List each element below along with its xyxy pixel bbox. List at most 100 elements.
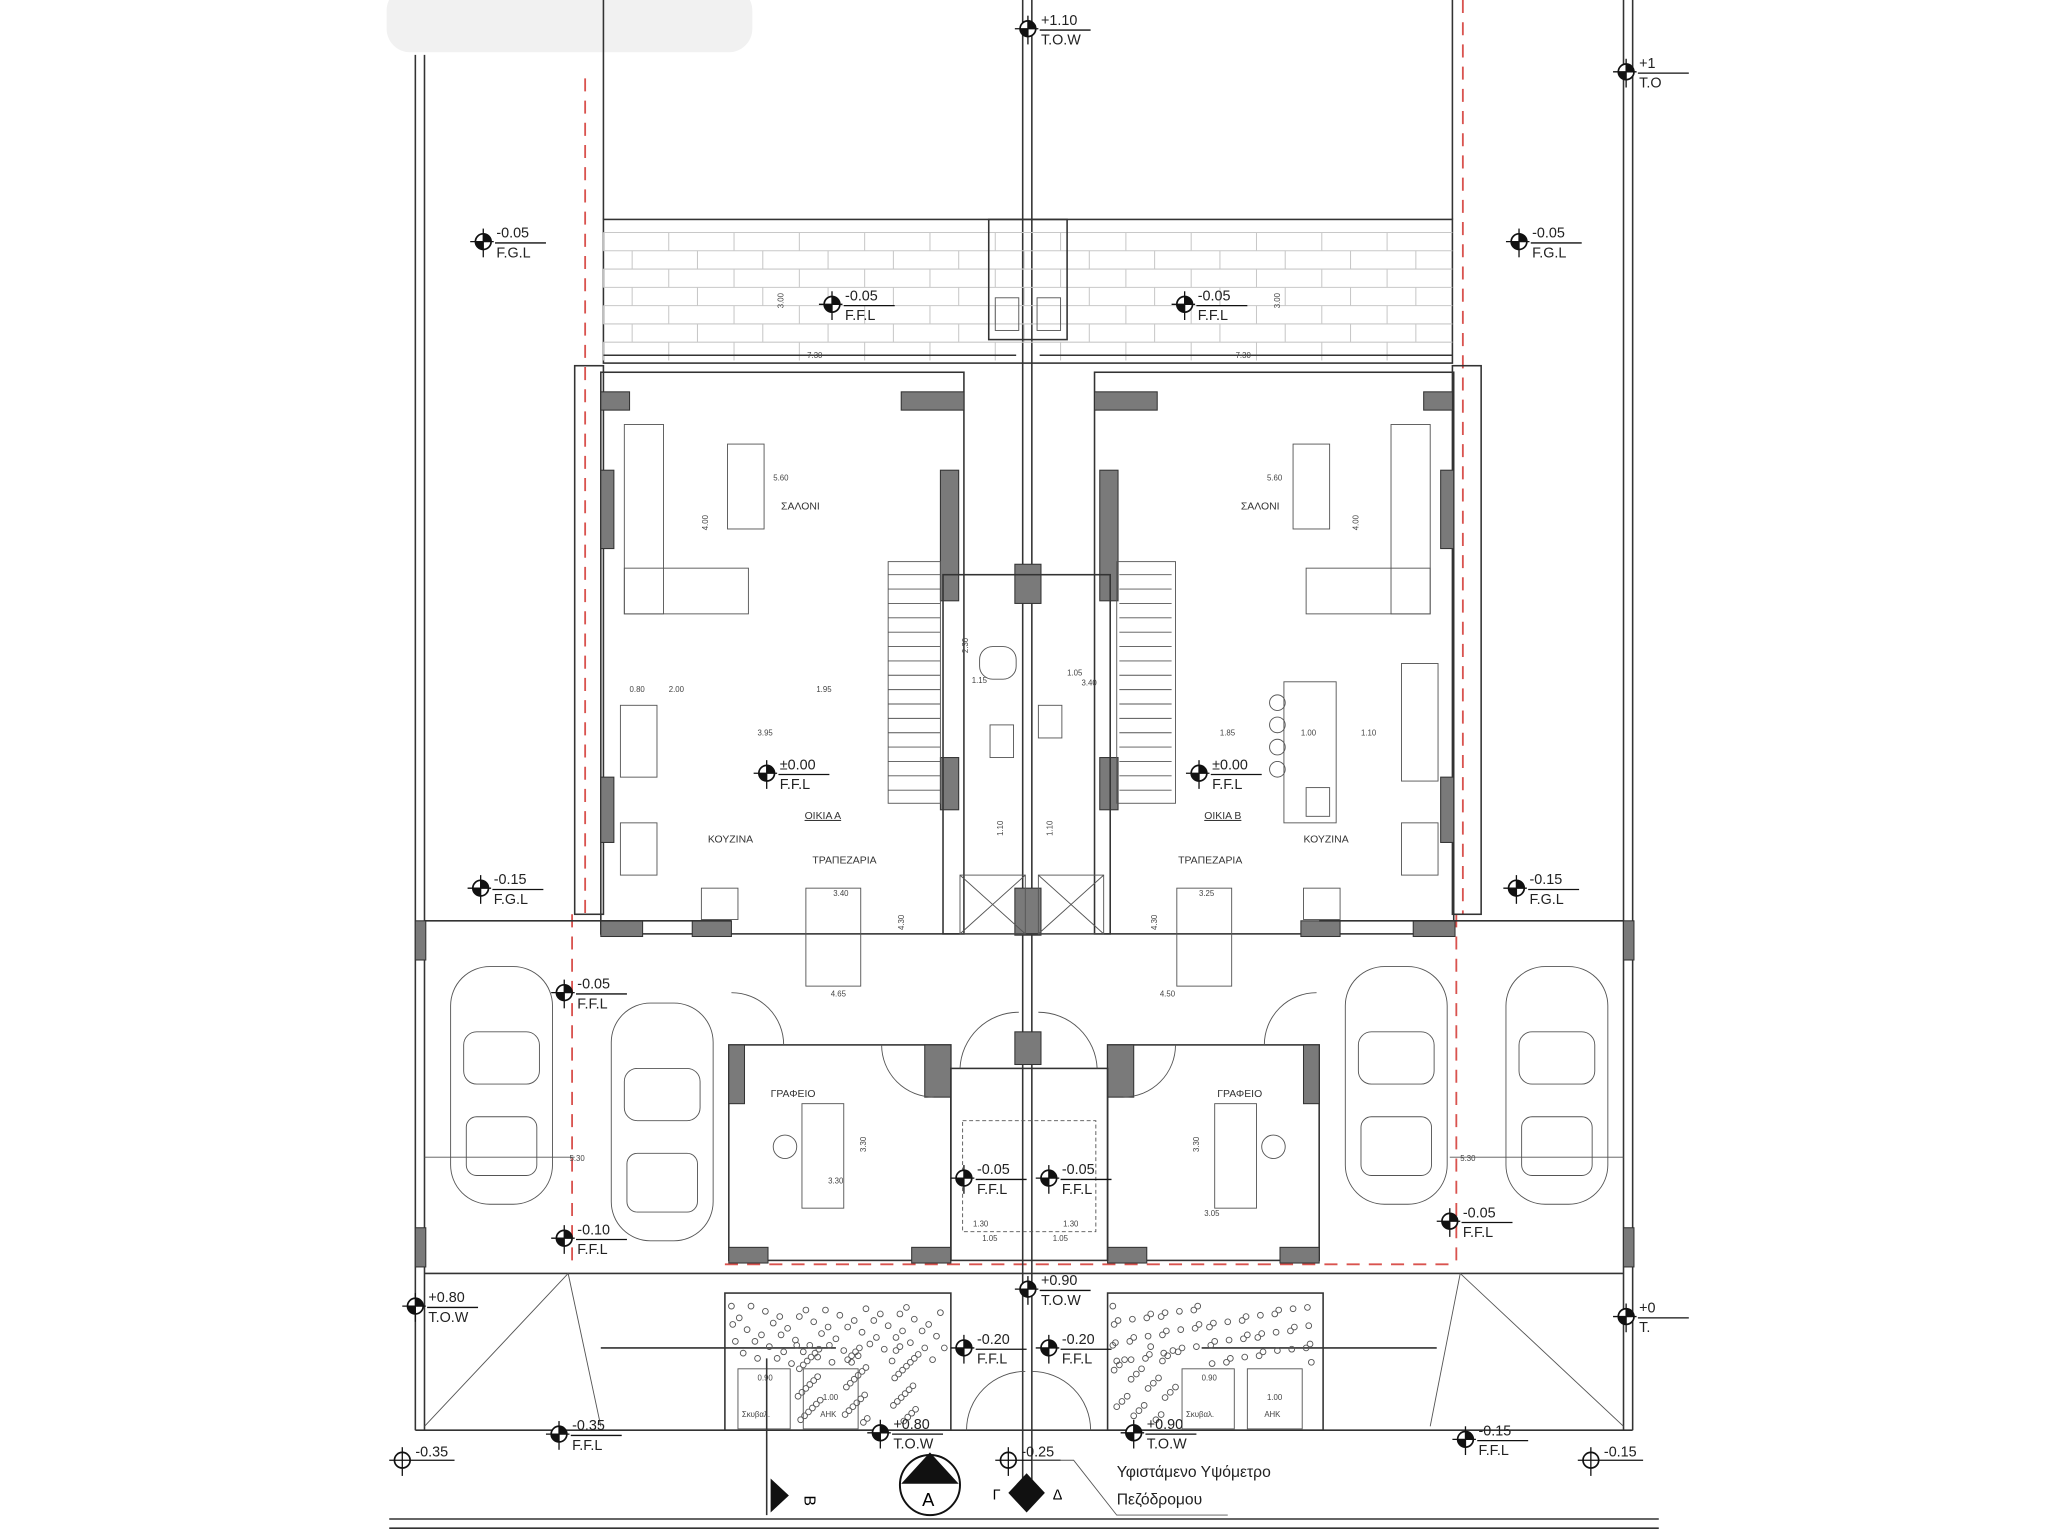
level-marker: -0.05F.F.L [1436,1205,1513,1241]
dimension: 5.60 [1267,474,1283,483]
wc-and-passage [942,573,1111,935]
level-type: F.F.L [977,1352,1007,1368]
dimension: 1.85 [1220,728,1236,737]
room-label: ΑΗΚ [1264,1410,1281,1419]
dimension: 4.00 [1351,514,1360,530]
level-type: F.F.L [1198,308,1228,324]
level-value: -0.35 [415,1444,448,1460]
level-value: -0.05 [977,1162,1010,1178]
dimension: 2.00 [669,685,685,694]
section-label: Δ [1053,1487,1063,1503]
level-type: F.F.L [1062,1182,1092,1198]
level-type: T.O.W [1041,1293,1081,1309]
level-value: -0.05 [1062,1162,1095,1178]
level-type: F.F.L [572,1438,602,1454]
entrance [731,992,1317,1262]
level-value: -0.20 [977,1332,1010,1348]
section-label: B [801,1496,818,1506]
room-label: ΣΑΛΟΝΙ [781,501,820,512]
level-type: T.O.W [893,1436,933,1452]
car-icon [1344,966,1448,1205]
dimension: 5.30 [569,1154,585,1163]
room-label: ΟΙΚΙΑ Β [1204,811,1241,822]
front-yard [424,1272,1624,1431]
level-type: T.O.W [1041,32,1081,48]
room-label: ΟΙΚΙΑ Α [805,811,842,822]
level-type: F.G.L [1529,892,1563,908]
level-value: -0.05 [845,288,878,304]
dimension: 3.25 [1199,889,1215,898]
dimension: 1.10 [996,820,1005,836]
room-label: ΚΟΥΖΙΝΑ [1304,834,1349,845]
level-marker: ±0.00F.F.L [753,757,830,793]
dimension: 5.30 [1460,1154,1476,1163]
dimension: 1.10 [1361,728,1377,737]
level-marker: -0.20F.F.L [950,1332,1027,1368]
level-marker: -0.05F.G.L [470,226,546,261]
dimension: 0.90 [758,1374,774,1383]
level-markers: +1.10T.O.W+1T.O-0.05F.G.L-0.05F.G.L-0.05… [389,13,1689,1476]
level-marker: +0.90T.O.W [1120,1417,1197,1452]
dimension: 4.30 [897,914,906,930]
level-value: ±0.00 [780,757,816,773]
level-marker: ±0.00F.F.L [1185,757,1262,793]
level-marker: +1T.O [1613,56,1689,92]
level-marker: +0.90T.O.W [1014,1273,1091,1309]
carports [414,920,1635,1268]
level-value: -0.05 [496,226,529,242]
level-marker: -0.05F.F.L [1171,288,1248,324]
dimension: 1.05 [982,1234,998,1243]
dimension: 7.30 [1236,351,1252,360]
level-marker: +0T. [1613,1301,1689,1336]
dimension: 1.30 [1063,1219,1079,1228]
dimension: 3.00 [777,292,786,308]
level-marker: +1.10T.O.W [1014,13,1091,48]
dimension: 4.50 [1160,990,1176,999]
room-label: ΣΑΛΟΝΙ [1241,501,1280,512]
level-marker: -0.35 [389,1444,455,1476]
level-value: +1 [1639,56,1655,72]
dimension: 3.30 [828,1176,844,1185]
level-value: ±0.00 [1212,757,1248,773]
dimension: 4.00 [701,514,710,530]
level-value: +0.90 [1041,1273,1077,1289]
level-marker: +0.80T.O.W [402,1290,479,1326]
dimension: 1.00 [823,1393,839,1402]
level-value: -0.15 [1604,1444,1637,1460]
level-value: +0.80 [428,1290,464,1306]
room-labels: ΣΑΛΟΝΙ ΣΑΛΟΝΙ ΟΙΚΙΑ Α ΟΙΚΙΑ Β ΚΟΥΖΙΝΑ ΚΟ… [708,501,1349,1419]
level-type: F.F.L [977,1182,1007,1198]
room-label: Σκυβαλ. [742,1410,770,1419]
room-label: ΓΡΑΦΕΙΟ [771,1089,816,1100]
car-icon [610,1002,714,1242]
boundary-setback-lines [571,0,1464,1266]
section-label: A [922,1489,935,1510]
dimension: 1.00 [1301,728,1317,737]
level-marker: -0.15F.G.L [1503,872,1580,908]
dimension: 4.65 [831,990,847,999]
car-icon [450,966,553,1205]
level-type: F.G.L [1532,245,1566,261]
dimension: 5.60 [773,474,789,483]
dimension: 3.30 [1192,1136,1201,1152]
section-label: Γ [993,1487,1001,1503]
room-label: ΤΡΑΠΕΖΑΡΙΑ [812,855,876,866]
level-marker: -0.35F.F.L [545,1418,622,1454]
dimension: 1.95 [816,685,832,694]
note-line: Πεζόδρομου [1117,1492,1202,1509]
level-value: +0.80 [893,1417,929,1433]
dimension: 1.30 [973,1219,989,1228]
level-value: -0.35 [572,1418,605,1434]
level-value: -0.15 [1479,1423,1512,1439]
level-marker: +0.80T.O.W [867,1417,944,1452]
level-marker: -0.05F.G.L [1505,226,1582,261]
level-type: F.F.L [577,996,607,1012]
level-type: F.F.L [577,1242,607,1258]
level-type: F.F.L [845,308,875,324]
dimension: 1.10 [1046,820,1055,836]
level-value: +0 [1639,1301,1655,1317]
level-marker: -0.05F.F.L [950,1162,1027,1198]
dimension-labels: 7.30 7.30 3.00 3.00 5.60 5.60 4.00 4.00 … [569,292,1476,1402]
level-type: F.F.L [1479,1443,1509,1459]
